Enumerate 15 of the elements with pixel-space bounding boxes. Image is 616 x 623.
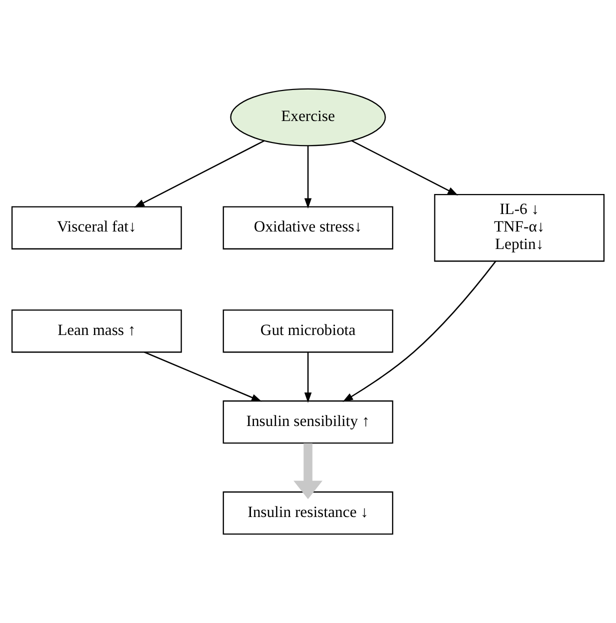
arrow <box>342 260 496 402</box>
node-box: Insulin sensibility ↑ <box>222 400 394 444</box>
arrow <box>304 146 312 209</box>
arrow <box>144 352 262 402</box>
node-box: IL-6 ↓ TNF-α↓ Leptin↓ <box>434 194 605 262</box>
arrow <box>294 443 322 500</box>
node-box: Oxidative stress↓ <box>222 206 394 250</box>
arrow <box>304 352 312 403</box>
node-box: Gut microbiota <box>222 309 394 353</box>
arrow <box>134 140 264 208</box>
node-box: Visceral fat↓ <box>11 206 182 250</box>
node-box: Insulin resistance ↓ <box>222 491 394 535</box>
node-box: Lean mass ↑ <box>11 309 182 353</box>
node-ellipse: Exercise <box>230 88 386 146</box>
arrow <box>352 140 458 196</box>
